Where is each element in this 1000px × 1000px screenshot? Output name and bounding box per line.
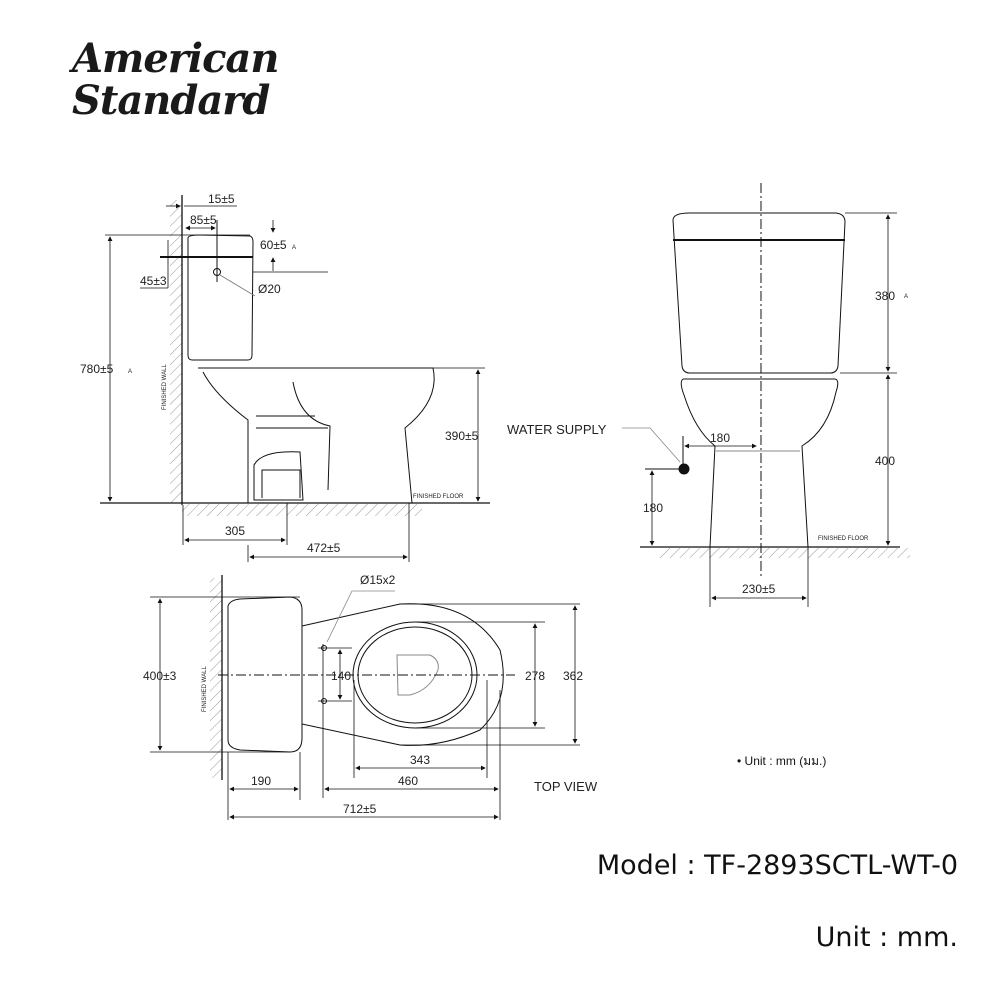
dim-712: 712±5	[343, 802, 377, 816]
unit-label: Unit : mm.	[815, 922, 958, 953]
dim-390: 390±5	[445, 429, 479, 443]
front-view-labels: WATER SUPPLY 380 A 400 180 180 230±5 FIN…	[507, 289, 908, 596]
dim-190: 190	[251, 774, 271, 788]
water-supply-label: WATER SUPPLY	[507, 422, 607, 437]
dim-305: 305	[225, 524, 245, 538]
dim-460: 460	[398, 774, 418, 788]
front-view	[622, 183, 910, 607]
finished-floor-label: FINISHED FLOOR	[413, 494, 464, 500]
finished-wall-label: FINISHED WALL	[162, 364, 168, 410]
dim-230: 230±5	[742, 582, 776, 596]
dim-343: 343	[410, 753, 430, 767]
mark-a: A	[128, 369, 132, 375]
brand-line-2: Standard	[72, 77, 270, 124]
dim-380: 380	[875, 289, 895, 303]
dim-400: 400	[875, 454, 895, 468]
mark-a: A	[292, 245, 296, 251]
dim-85: 85±5	[190, 213, 217, 227]
mark-a: A	[904, 294, 908, 300]
dim-dia20: Ø20	[258, 282, 281, 296]
side-view-labels: 15±5 85±5 60±5 A 45±3 Ø20 780±5 A 390±5 …	[80, 192, 479, 555]
dim-180-vertical: 180	[643, 501, 663, 515]
dim-472: 472±5	[307, 541, 341, 555]
brand-logo: American Standard	[72, 35, 279, 124]
finished-wall-label: FINISHED WALL	[202, 666, 208, 712]
dim-dia15: Ø15x2	[360, 573, 396, 587]
dim-180-horizontal: 180	[710, 431, 730, 445]
dim-140: 140	[331, 669, 351, 683]
dim-15: 15±5	[208, 192, 235, 206]
dim-362: 362	[563, 669, 583, 683]
dim-780: 780±5	[80, 362, 114, 376]
side-view	[100, 195, 490, 562]
top-view	[150, 575, 580, 820]
dim-45: 45±3	[140, 274, 167, 288]
model-label: Model : TF-2893SCTL-WT-0	[596, 850, 958, 881]
unit-note: • Unit : mm (มม.)	[737, 754, 827, 768]
finished-floor-label: FINISHED FLOOR	[818, 536, 869, 542]
brand-line-1: American	[72, 35, 279, 82]
dim-60: 60±5	[260, 238, 287, 252]
top-view-title: TOP VIEW	[534, 779, 598, 794]
dim-278: 278	[525, 669, 545, 683]
top-view-labels: 400±3 Ø15x2 140 278 362 343 460 190 712±…	[143, 573, 598, 816]
dim-400: 400±3	[143, 669, 177, 683]
